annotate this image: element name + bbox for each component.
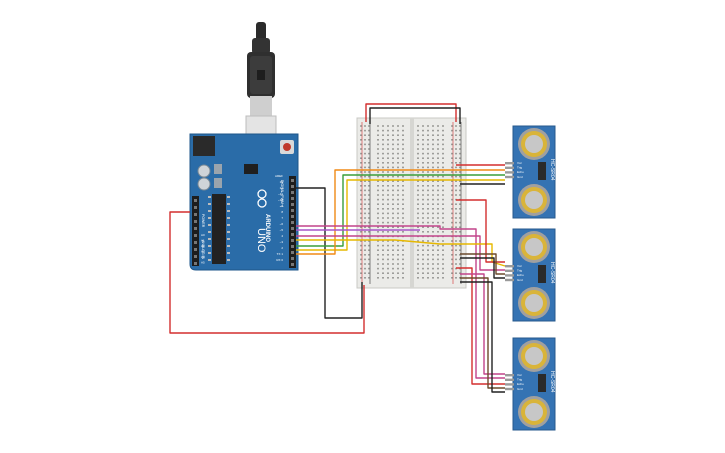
pin-label: ~3 bbox=[280, 240, 284, 244]
transducer-icon bbox=[518, 184, 550, 216]
sensor-pin bbox=[505, 171, 514, 174]
pin-label: 7 bbox=[281, 216, 283, 220]
wire-black-gnd-bridge bbox=[369, 107, 461, 124]
arduino-board: ARDUINO UNO DIGITAL (PWM~) POWER ANALOG … bbox=[189, 133, 299, 271]
sensor-pin bbox=[505, 278, 514, 282]
sensor-pin bbox=[505, 175, 514, 179]
pin-label: 8 bbox=[281, 210, 283, 214]
sensor-pin-label: Vcc bbox=[517, 161, 523, 165]
wire-black-gnd2 bbox=[460, 257, 505, 279]
digital-pin-labels: 13 12 ~11 ~10 ~9 8 7 ~6 ~5 4 ~3 2 TX 1 RX 0 AREF bbox=[275, 174, 283, 262]
pin-label: ~5 bbox=[280, 228, 284, 232]
wire-black-gnd bbox=[296, 187, 363, 319]
analog-pin-label: A2 bbox=[201, 244, 205, 248]
wire-red-power-bridge bbox=[365, 103, 457, 122]
wire-red-5v bbox=[169, 211, 365, 334]
arduino-logo-text: ARDUINO bbox=[264, 214, 270, 242]
usb-cable bbox=[245, 22, 277, 147]
sensor-pin bbox=[505, 265, 514, 268]
arduino-logo-icon bbox=[257, 189, 267, 208]
wire-orange bbox=[296, 169, 505, 255]
sensor-pin-label: Vcc bbox=[517, 373, 523, 377]
sensor-pin-label: Trig bbox=[517, 166, 522, 170]
sensor-pin-label: Gnd bbox=[517, 387, 523, 391]
analog-pin-label: A3 bbox=[201, 250, 205, 254]
aref-label: AREF bbox=[275, 174, 283, 178]
sensor-pin-label: Echo bbox=[517, 170, 524, 174]
pin-label: ~10 bbox=[278, 198, 283, 202]
pin-label: RX 0 bbox=[276, 258, 283, 262]
sensor-pin-label: Gnd bbox=[517, 278, 523, 282]
pin-label: ~9 bbox=[280, 204, 284, 208]
analog-pin-label: A4 bbox=[201, 255, 205, 259]
wire-pink-trig2 bbox=[296, 235, 505, 271]
pin-label: 2 bbox=[281, 246, 283, 250]
sensor-pin bbox=[505, 274, 514, 277]
arduino-model-label: UNO bbox=[255, 228, 267, 253]
sensor-pin-label: Echo bbox=[517, 382, 524, 386]
analog-pin-label: A5 bbox=[201, 261, 205, 265]
sensor-pin bbox=[505, 166, 514, 169]
analog-label: ANALOG IN bbox=[201, 240, 205, 260]
wire-pink-trig3 bbox=[296, 225, 505, 379]
wires bbox=[169, 103, 506, 393]
sensor-pin-label: Trig bbox=[517, 378, 522, 382]
sensor-pin bbox=[505, 269, 514, 272]
power-label: POWER bbox=[201, 214, 205, 228]
pin-label: 12 bbox=[280, 186, 284, 190]
pin-label: TX 1 bbox=[277, 252, 284, 256]
sensor-pin bbox=[505, 162, 514, 165]
sensor-model-label: HC-SR04 bbox=[549, 159, 555, 181]
sensor-model-label: HC-SR04 bbox=[549, 371, 555, 393]
breadboard bbox=[356, 117, 467, 289]
pin-label: 4 bbox=[281, 234, 283, 238]
wire-brown-echo3 bbox=[460, 277, 505, 389]
sensor-pin bbox=[505, 378, 514, 381]
digital-label: DIGITAL (PWM~) bbox=[280, 180, 284, 207]
wire-green-trig1 bbox=[296, 174, 505, 247]
analog-pin-label: A0 bbox=[201, 233, 205, 237]
sensor-pin-label: Trig bbox=[517, 269, 522, 273]
wire-black-gnd3 bbox=[460, 281, 505, 393]
wire-yellow-echo1 bbox=[296, 179, 505, 251]
sensor-pin bbox=[505, 383, 514, 386]
wire-pink-trig3b bbox=[460, 273, 505, 375]
sensor-pin-label: Vcc bbox=[517, 264, 523, 268]
sensor-pin-label: Echo bbox=[517, 273, 524, 277]
sensor-pin bbox=[505, 387, 514, 391]
transducer-icon bbox=[518, 128, 550, 160]
wire-brown-echo2 bbox=[460, 253, 505, 275]
analog-pin-label: A1 bbox=[201, 239, 205, 243]
transducer-icon bbox=[518, 340, 550, 372]
transducer-icon bbox=[518, 287, 550, 319]
pin-label: ~6 bbox=[280, 222, 284, 226]
transducer-icon bbox=[518, 396, 550, 428]
transducer-icon bbox=[518, 231, 550, 263]
sensor-pin bbox=[505, 374, 514, 377]
pin-label: 13 bbox=[280, 180, 284, 184]
pin-label: ~11 bbox=[278, 192, 283, 196]
sensor-pin-label: Gnd bbox=[517, 175, 523, 179]
sensor-model-label: HC-SR04 bbox=[549, 262, 555, 284]
